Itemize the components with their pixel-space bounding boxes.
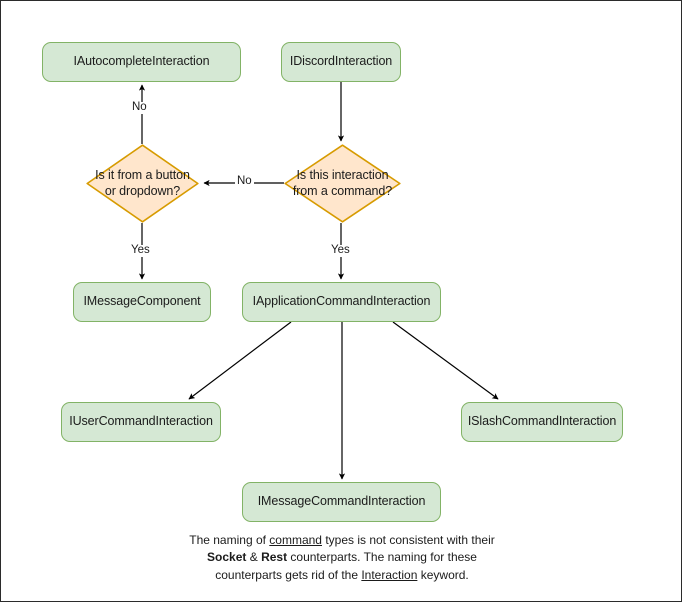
node-label: Is it from a button or dropdown? — [95, 168, 190, 198]
node-autocomplete-interaction[interactable]: IAutocompleteInteraction — [42, 42, 241, 82]
caption-l3-underline: Interaction — [361, 567, 418, 582]
caption-l1-b: types is not consistent with their — [321, 533, 495, 547]
diamond-shape — [86, 144, 199, 223]
node-label: IApplicationCommandInteraction — [252, 294, 431, 309]
node-label: IMessageCommandInteraction — [257, 494, 426, 509]
node-label: IUserCommandInteraction — [69, 414, 213, 429]
caption-l3-a: counterparts gets rid of the — [215, 567, 362, 582]
caption-l2-amp: & — [246, 550, 262, 565]
caption-l2-bold-rest: Rest — [261, 550, 288, 565]
node-label: Is this interaction from a command? — [292, 168, 393, 198]
diamond-shape — [284, 144, 401, 223]
node-decision-from-button-or-dropdown[interactable]: Is it from a button or dropdown? — [86, 144, 199, 223]
caption-line-1: The naming of command types is not consi… — [121, 532, 563, 549]
caption-l1-underline: command — [269, 533, 322, 547]
edge-label-yes-right: Yes — [329, 244, 352, 257]
node-label: ISlashCommandInteraction — [467, 414, 617, 429]
node-label: IDiscordInteraction — [289, 54, 393, 69]
edge-label-no-up: No — [130, 101, 149, 114]
node-discord-interaction[interactable]: IDiscordInteraction — [281, 42, 401, 82]
node-application-command-interaction[interactable]: IApplicationCommandInteraction — [242, 282, 441, 322]
node-slash-command-interaction[interactable]: ISlashCommandInteraction — [461, 402, 623, 442]
caption-line-2: Socket & Rest counterparts. The naming f… — [121, 549, 563, 566]
node-message-component[interactable]: IMessageComponent — [73, 282, 211, 322]
edge-label-yes-left: Yes — [129, 244, 152, 257]
caption-l2-bold-socket: Socket — [207, 550, 247, 565]
node-label: IAutocompleteInteraction — [73, 54, 210, 69]
edge-app-command-to-user-command — [188, 321, 292, 400]
caption-l2-c: counterparts. The naming for these — [287, 550, 477, 565]
caption-text: The naming of command types is not consi… — [121, 532, 563, 584]
node-label: IMessageComponent — [83, 294, 201, 309]
caption-l1-a: The naming of — [189, 533, 270, 547]
caption-l3-b: keyword. — [417, 567, 469, 582]
edge-app-command-to-slash-command — [392, 321, 499, 400]
node-user-command-interaction[interactable]: IUserCommandInteraction — [61, 402, 221, 442]
edge-label-no-left: No — [235, 175, 254, 188]
node-message-command-interaction[interactable]: IMessageCommandInteraction — [242, 482, 441, 522]
node-decision-from-command[interactable]: Is this interaction from a command? — [284, 144, 401, 223]
caption-line-3: counterparts gets rid of the Interaction… — [121, 567, 563, 584]
